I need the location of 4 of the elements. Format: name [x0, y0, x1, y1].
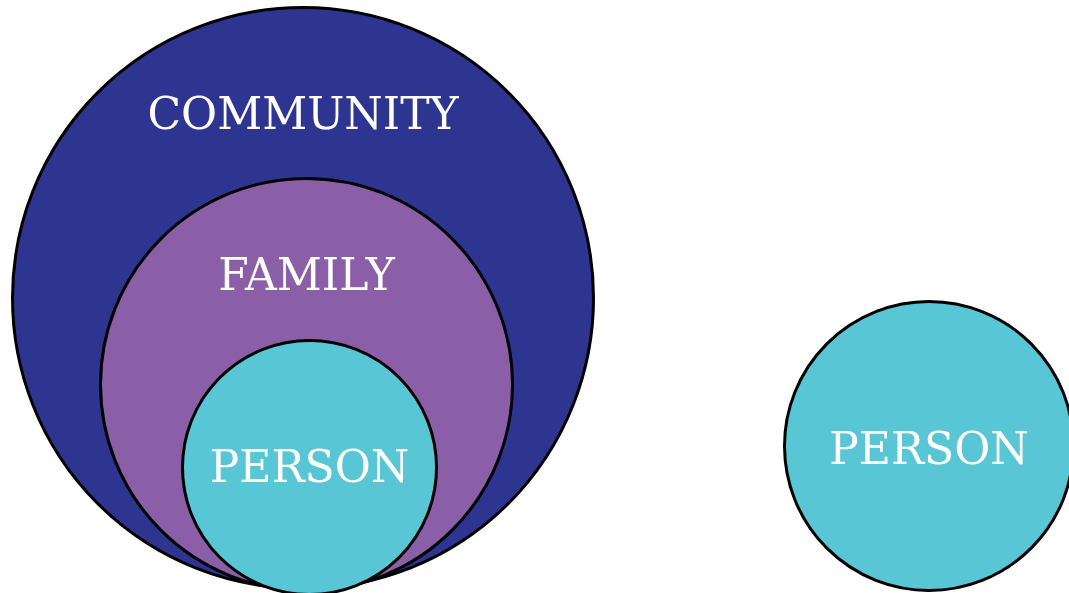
circle-label: PERSON — [829, 424, 1029, 474]
circle-label: COMMUNITY — [147, 89, 459, 139]
circle-label: FAMILY — [218, 250, 395, 300]
circle-label: PERSON — [209, 442, 410, 492]
